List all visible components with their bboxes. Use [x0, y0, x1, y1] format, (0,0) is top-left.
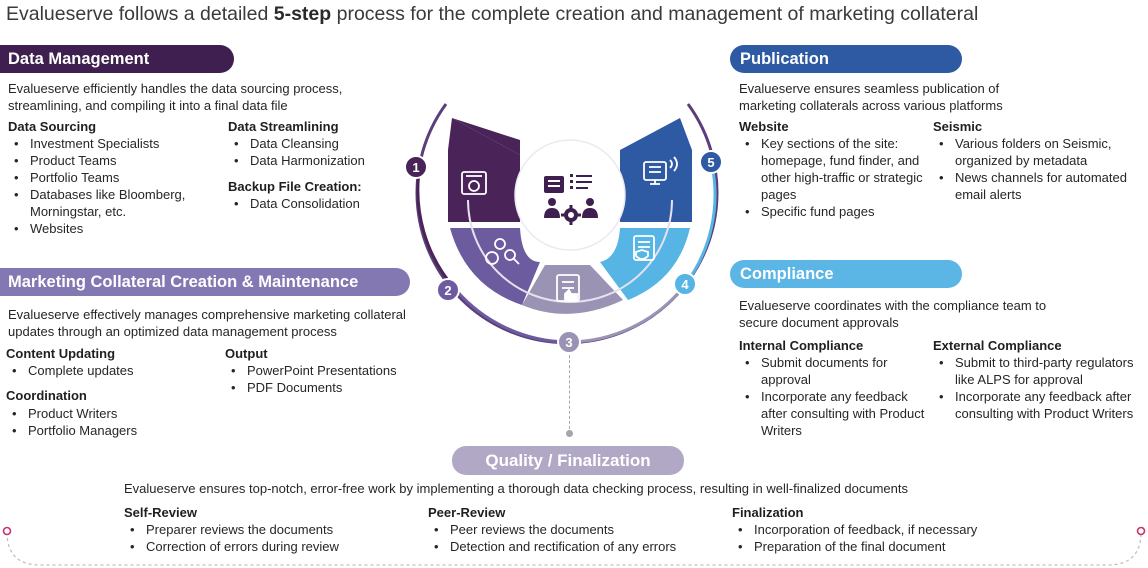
wheel-segment-2	[450, 228, 540, 305]
internal-compliance-heading: Internal Compliance	[739, 338, 864, 353]
website-list: Key sections of the site: homepage, fund…	[739, 135, 927, 220]
list-item: Product Writers	[6, 405, 206, 422]
compliance-intro: Evalueserve coordinates with the complia…	[739, 298, 1047, 330]
backup-file-list: Data Consolidation	[228, 195, 398, 212]
gears-magnifier-icon	[485, 238, 520, 265]
list-item: PDF Documents	[225, 379, 425, 396]
list-item: Data Consolidation	[228, 195, 398, 212]
publication-banner: Publication	[730, 45, 962, 73]
bottom-dashed-frame	[2, 526, 1146, 566]
list-item: Incorporate any feedback after consultin…	[739, 388, 931, 439]
list-item: Preparation of the final document	[732, 538, 1022, 555]
list-item: Correction of errors during review	[124, 538, 404, 555]
gear-document-icon	[461, 171, 487, 195]
svg-text:3: 3	[565, 335, 572, 350]
list-item: Websites	[8, 220, 223, 237]
svg-text:2: 2	[444, 283, 451, 298]
list-item: Databases like Bloomberg, Morningstar, e…	[8, 186, 223, 220]
internal-compliance-list: Submit documents for approval Incorporat…	[739, 354, 931, 439]
list-item: Investment Specialists	[8, 135, 223, 152]
finalization-heading: Finalization	[732, 505, 804, 520]
finalization-list: Incorporation of feedback, if necessary …	[732, 521, 1022, 555]
right-accent-dot	[1136, 526, 1146, 536]
monitor-broadcast-icon	[643, 156, 678, 185]
title-suffix: process for the complete creation and ma…	[331, 3, 979, 25]
output-heading: Output	[225, 346, 268, 361]
list-item: PowerPoint Presentations	[225, 362, 425, 379]
quality-banner: Quality / Finalization	[452, 446, 684, 475]
step-badge-3: 3	[557, 330, 581, 354]
website-heading: Website	[739, 119, 789, 134]
backup-file-heading: Backup File Creation:	[228, 179, 362, 194]
list-item: Incorporation of feedback, if necessary	[732, 521, 1022, 538]
self-review-heading: Self-Review	[124, 505, 197, 520]
list-item: Incorporate any feedback after consultin…	[933, 388, 1145, 422]
data-sourcing-heading: Data Sourcing	[8, 119, 97, 134]
checklist-thumbs-up-icon	[556, 274, 580, 302]
marketing-intro: Evalueserve effectively manages comprehe…	[8, 307, 406, 339]
data-management-banner: Data Management	[0, 45, 234, 73]
list-item: Submit to third-party regulators like AL…	[933, 354, 1145, 388]
publication-intro: Evalueserve ensures seamless publication…	[739, 81, 1003, 113]
list-item: Portfolio Managers	[6, 422, 206, 439]
page-title: Evalueserve follows a detailed 5-step pr…	[6, 3, 978, 26]
step-badge-5: 5	[699, 150, 723, 174]
svg-text:4: 4	[681, 277, 689, 292]
content-updating-list: Complete updates	[6, 362, 206, 379]
list-item: Various folders on Seismic, organized by…	[933, 135, 1145, 169]
svg-text:5: 5	[707, 155, 714, 170]
content-updating-heading: Content Updating	[6, 346, 116, 361]
step-badge-1: 1	[404, 155, 428, 179]
list-item: Portfolio Teams	[8, 169, 223, 186]
list-item: Specific fund pages	[739, 203, 927, 220]
data-management-intro: Evalueserve efficiently handles the data…	[8, 81, 343, 113]
data-streamlining-list: Data Cleansing Data Harmonization	[228, 135, 398, 169]
external-compliance-list: Submit to third-party regulators like AL…	[933, 354, 1145, 422]
coordination-heading: Coordination	[6, 388, 87, 403]
step-badge-2: 2	[436, 278, 460, 302]
svg-text:1: 1	[412, 160, 419, 175]
list-item: Product Teams	[8, 152, 223, 169]
wheel-segment-5	[620, 118, 692, 222]
wheel-segment-4	[600, 228, 690, 300]
title-prefix: Evalueserve follows a detailed	[6, 3, 274, 25]
quality-intro: Evalueserve ensures top-notch, error-fre…	[124, 481, 909, 496]
wheel-segment-3	[522, 265, 623, 314]
connector-line	[569, 350, 570, 434]
list-item: Data Cleansing	[228, 135, 398, 152]
list-item: Data Harmonization	[228, 152, 398, 169]
external-compliance-heading: External Compliance	[933, 338, 1062, 353]
list-item: Preparer reviews the documents	[124, 521, 404, 538]
self-review-list: Preparer reviews the documents Correctio…	[124, 521, 404, 555]
center-circle	[514, 139, 626, 251]
team-checklist-gear-icon	[544, 174, 598, 225]
list-item: Key sections of the site: homepage, fund…	[739, 135, 927, 203]
data-sourcing-list: Investment Specialists Product Teams Por…	[8, 135, 223, 237]
marketing-banner: Marketing Collateral Creation & Maintena…	[0, 268, 410, 296]
list-item: Complete updates	[6, 362, 206, 379]
connector-dot	[566, 430, 573, 437]
seismic-heading: Seismic	[933, 119, 983, 134]
list-item: Submit documents for approval	[739, 354, 931, 388]
left-accent-dot	[2, 526, 12, 536]
peer-review-heading: Peer-Review	[428, 505, 506, 520]
step-badge-4: 4	[673, 272, 697, 296]
list-item: Detection and rectification of any error…	[428, 538, 718, 555]
document-shield-icon	[633, 235, 655, 261]
data-streamlining-heading: Data Streamlining	[228, 119, 339, 134]
title-bold: 5-step	[273, 3, 332, 25]
list-item: News channels for automated email alerts	[933, 169, 1145, 203]
process-wheel: 1 2 3 4 5	[404, 103, 723, 354]
wheel-segment-1	[448, 118, 520, 222]
peer-review-list: Peer reviews the documents Detection and…	[428, 521, 718, 555]
list-item: Peer reviews the documents	[428, 521, 718, 538]
seismic-list: Various folders on Seismic, organized by…	[933, 135, 1145, 203]
coordination-list: Product Writers Portfolio Managers	[6, 405, 206, 439]
output-list: PowerPoint Presentations PDF Documents	[225, 362, 425, 396]
compliance-banner: Compliance	[730, 260, 962, 288]
